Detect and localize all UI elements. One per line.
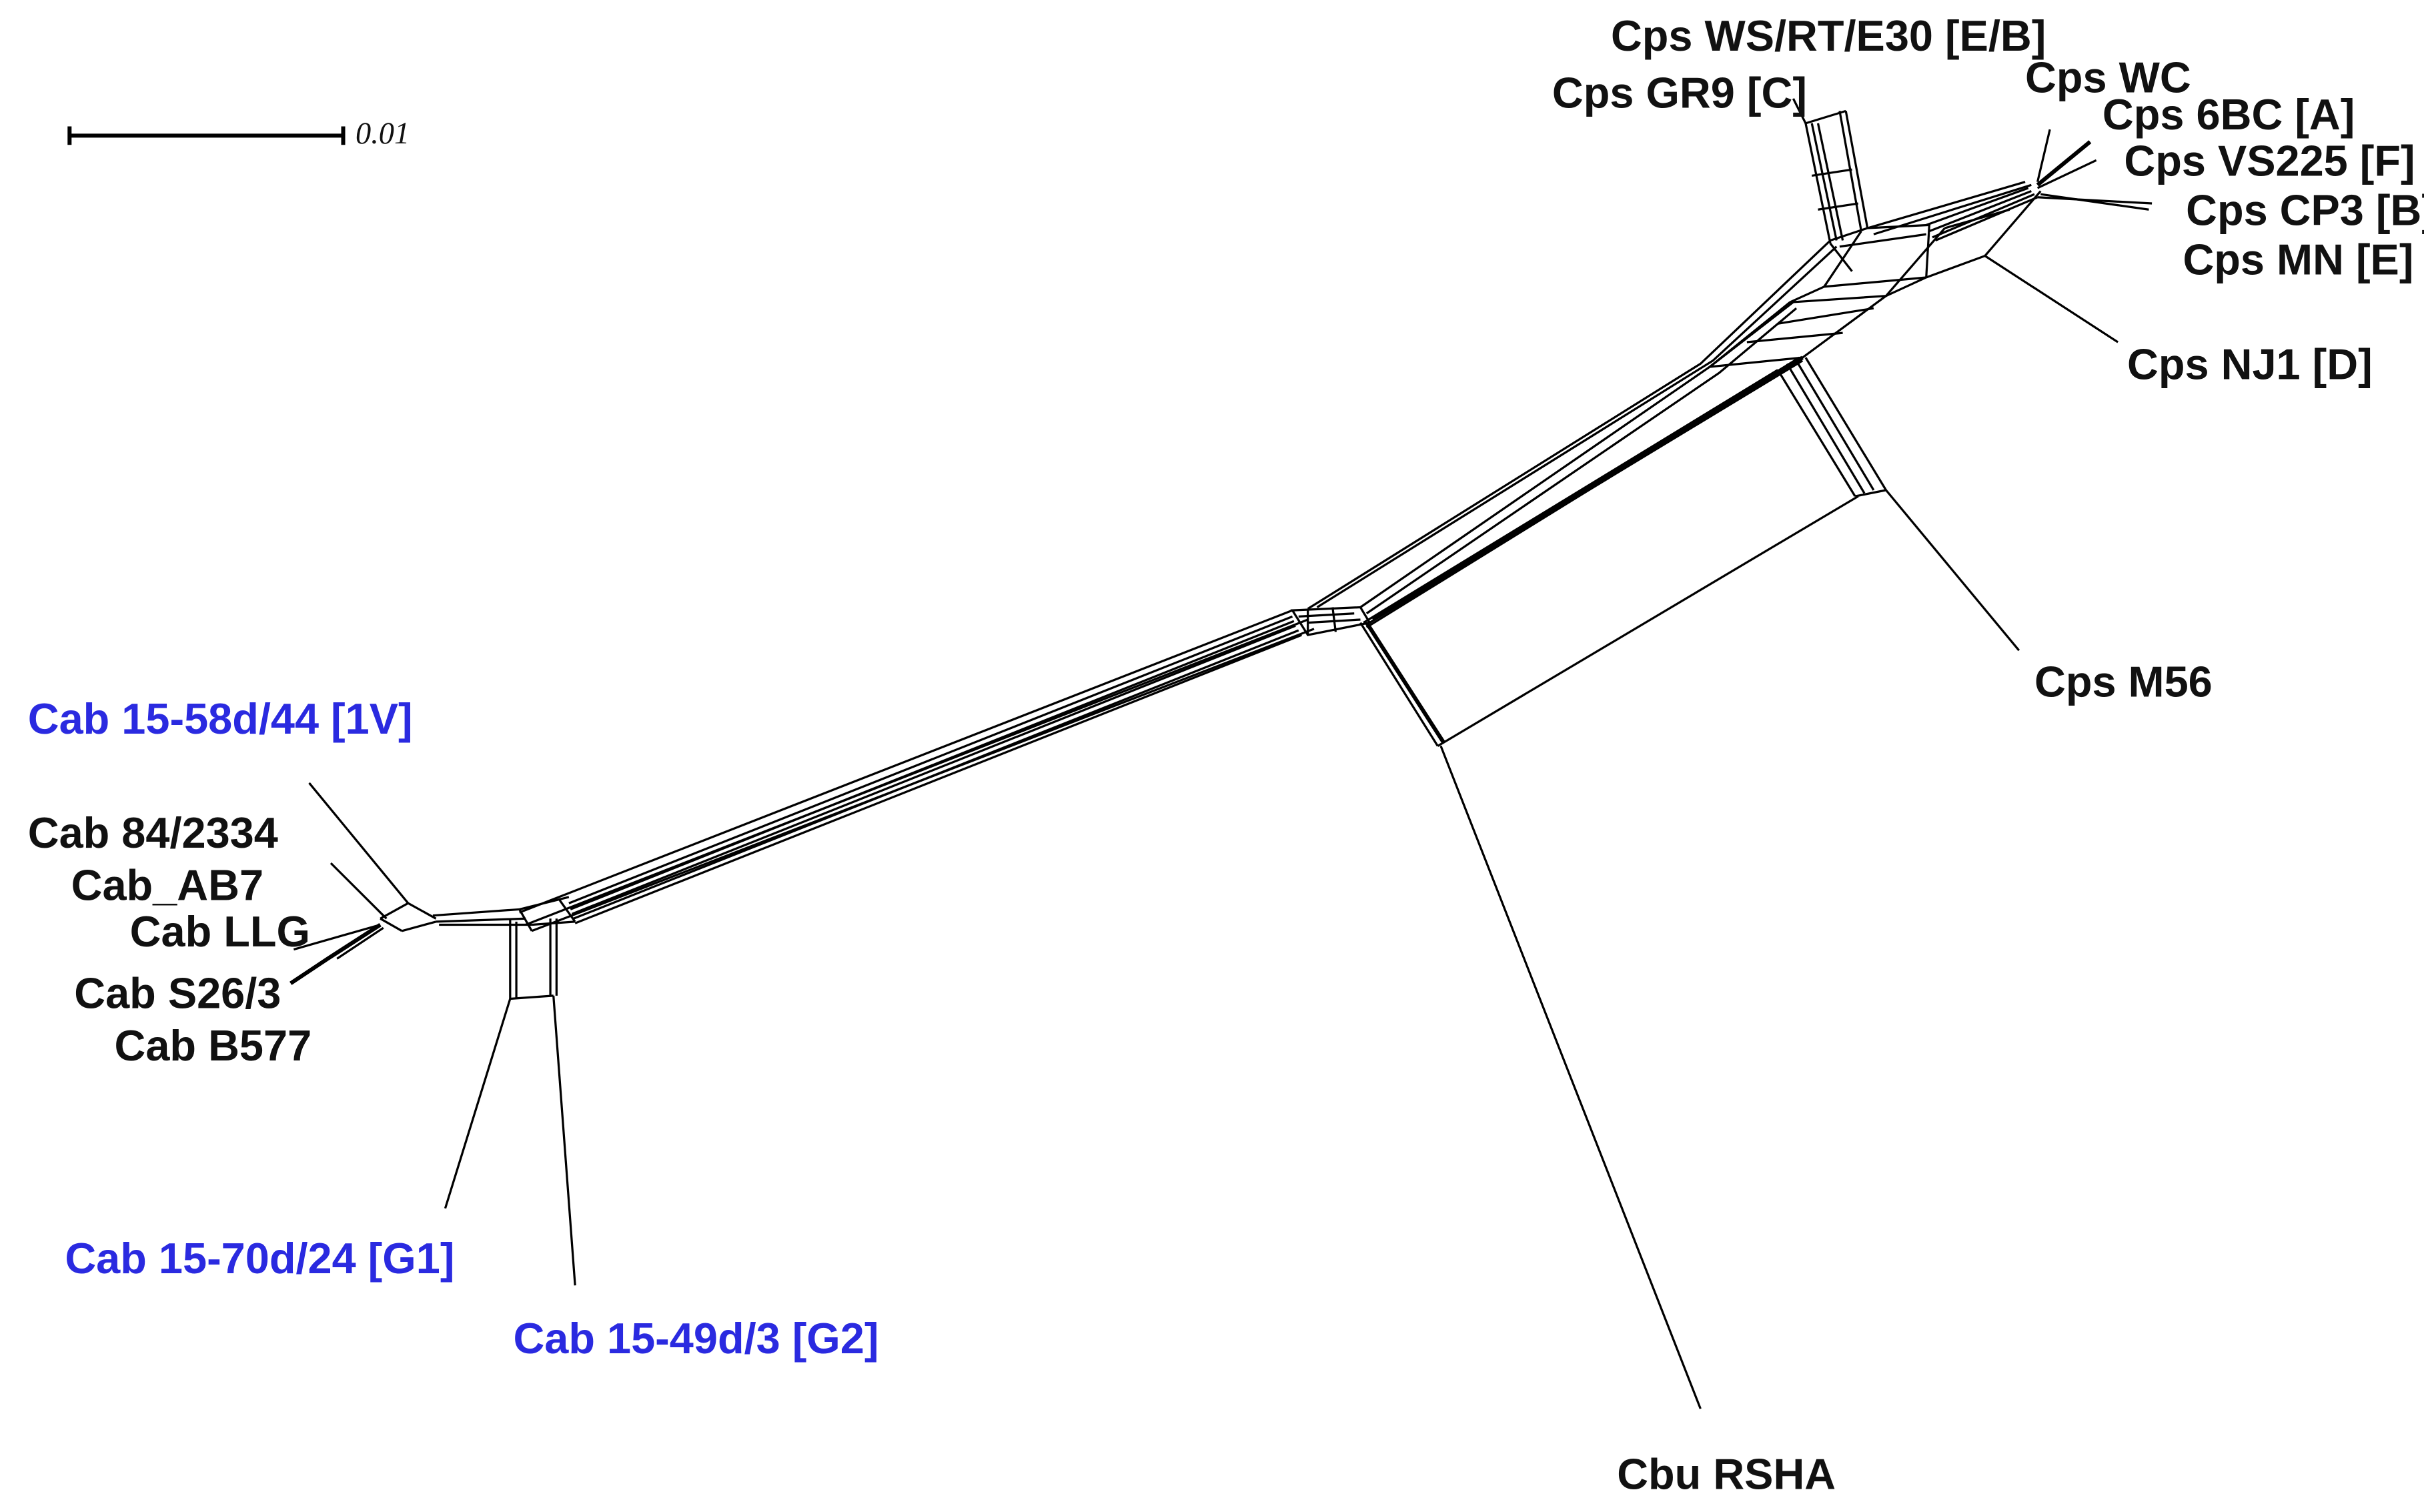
scale-bar-label: 0.01 <box>356 117 410 151</box>
cps-tips <box>1984 129 2153 343</box>
network-edges <box>289 98 2153 1409</box>
label-cps-mn: Cps MN [E] <box>2183 235 2413 283</box>
taxon-labels: Cps WS/RT/E30 [E/B] Cps GR9 [C] Cps WC C… <box>28 11 2424 1498</box>
gr9-ladder <box>1792 98 1869 244</box>
label-cps-gr9: Cps GR9 [C] <box>1552 69 1807 117</box>
rsha-box <box>1359 359 1859 1409</box>
label-cab-15-70d-24: Cab 15-70d/24 [G1] <box>65 1234 454 1283</box>
upper-trunk-bundle <box>1307 239 1838 628</box>
label-cab-15-49d-3: Cab 15-49d/3 [G2] <box>513 1314 878 1363</box>
m56-ladder <box>1776 357 2020 652</box>
label-cbu-rsha: Cbu RSHA <box>1617 1449 1836 1498</box>
label-cab-s26-3: Cab S26/3 <box>74 968 281 1017</box>
main-trunk-bundle <box>519 609 1315 932</box>
label-cps-cp3: Cps CP3 [B] <box>2186 185 2424 234</box>
label-cab-84-2334: Cab 84/2334 <box>28 808 278 857</box>
label-cps-vs225: Cps VS225 [F] <box>2124 137 2415 185</box>
label-cps-ws-rt-e30: Cps WS/RT/E30 [E/B] <box>1611 11 2046 60</box>
label-cps-nj1: Cps NJ1 [D] <box>2127 340 2373 389</box>
label-cab-ab7: Cab_AB7 <box>71 861 263 910</box>
scale-bar: 0.01 <box>67 117 410 151</box>
label-cab-b577: Cab B577 <box>115 1021 312 1070</box>
cab-cluster <box>289 782 576 1286</box>
label-cab-15-58d-44: Cab 15-58d/44 [1V] <box>28 694 413 743</box>
cps-hub-mesh <box>1706 181 2042 369</box>
label-cps-wc: Cps WC <box>2025 53 2191 102</box>
label-cps-m56: Cps M56 <box>2034 658 2213 706</box>
label-cab-llg: Cab LLG <box>130 907 310 956</box>
label-cps-6bc: Cps 6BC [A] <box>2102 90 2355 139</box>
